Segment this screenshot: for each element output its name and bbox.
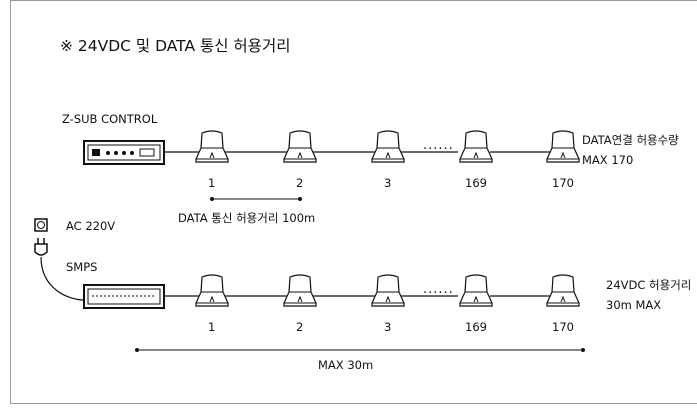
fixture-bottom-2 bbox=[283, 274, 317, 307]
max-span-start bbox=[135, 348, 139, 352]
diagram-frame bbox=[10, 0, 697, 404]
fixture-top-169 bbox=[459, 130, 493, 163]
top-unit-label-2: 2 bbox=[296, 176, 304, 190]
smps-label: SMPS bbox=[66, 260, 98, 274]
controller-label: Z-SUB CONTROL bbox=[62, 112, 158, 126]
page-title: ※ 24VDC 및 DATA 통신 허용거리 bbox=[60, 37, 291, 55]
bottom-unit-label-3: 3 bbox=[384, 320, 392, 334]
top-unit-label-169: 169 bbox=[465, 176, 487, 190]
top-ellipsis: ······ bbox=[423, 142, 454, 157]
fixture-bottom-3 bbox=[371, 274, 405, 307]
bottom-unit-label-2: 2 bbox=[296, 320, 304, 334]
bottom-unit-label-169: 169 bbox=[465, 320, 487, 334]
fixture-top-2 bbox=[283, 130, 317, 163]
bottom-ellipsis: ······ bbox=[423, 286, 454, 301]
power-distance-label: 24VDC 허용거리 bbox=[606, 278, 692, 292]
max-span-end bbox=[581, 348, 585, 352]
fixture-bottom-1 bbox=[195, 274, 229, 307]
data-distance-label: DATA 통신 허용거리 100m bbox=[178, 211, 316, 225]
top-unit-label-170: 170 bbox=[552, 176, 574, 190]
fixture-bottom-170 bbox=[546, 274, 580, 307]
top-unit-label-3: 3 bbox=[384, 176, 392, 190]
data-span-end bbox=[298, 197, 302, 201]
plug-icon bbox=[34, 238, 48, 256]
power-distance-max: 30m MAX bbox=[606, 298, 662, 312]
top-unit-label-1: 1 bbox=[208, 176, 216, 190]
fixture-top-1 bbox=[195, 130, 229, 163]
ac-outlet-icon bbox=[34, 218, 48, 232]
bottom-unit-label-1: 1 bbox=[208, 320, 216, 334]
data-span-start bbox=[210, 197, 214, 201]
fixture-top-3 bbox=[371, 130, 405, 163]
data-quantity-label: DATA연결 허용수량 bbox=[582, 133, 679, 147]
max-distance-label: MAX 30m bbox=[318, 358, 374, 372]
data-quantity-max: MAX 170 bbox=[582, 153, 634, 167]
smps-box bbox=[83, 284, 165, 309]
z-sub-control-box bbox=[83, 140, 165, 165]
fixture-bottom-169 bbox=[459, 274, 493, 307]
fixture-top-170 bbox=[546, 130, 580, 163]
power-cable bbox=[40, 256, 85, 301]
bottom-unit-label-170: 170 bbox=[552, 320, 574, 334]
ac-label: AC 220V bbox=[66, 219, 116, 233]
